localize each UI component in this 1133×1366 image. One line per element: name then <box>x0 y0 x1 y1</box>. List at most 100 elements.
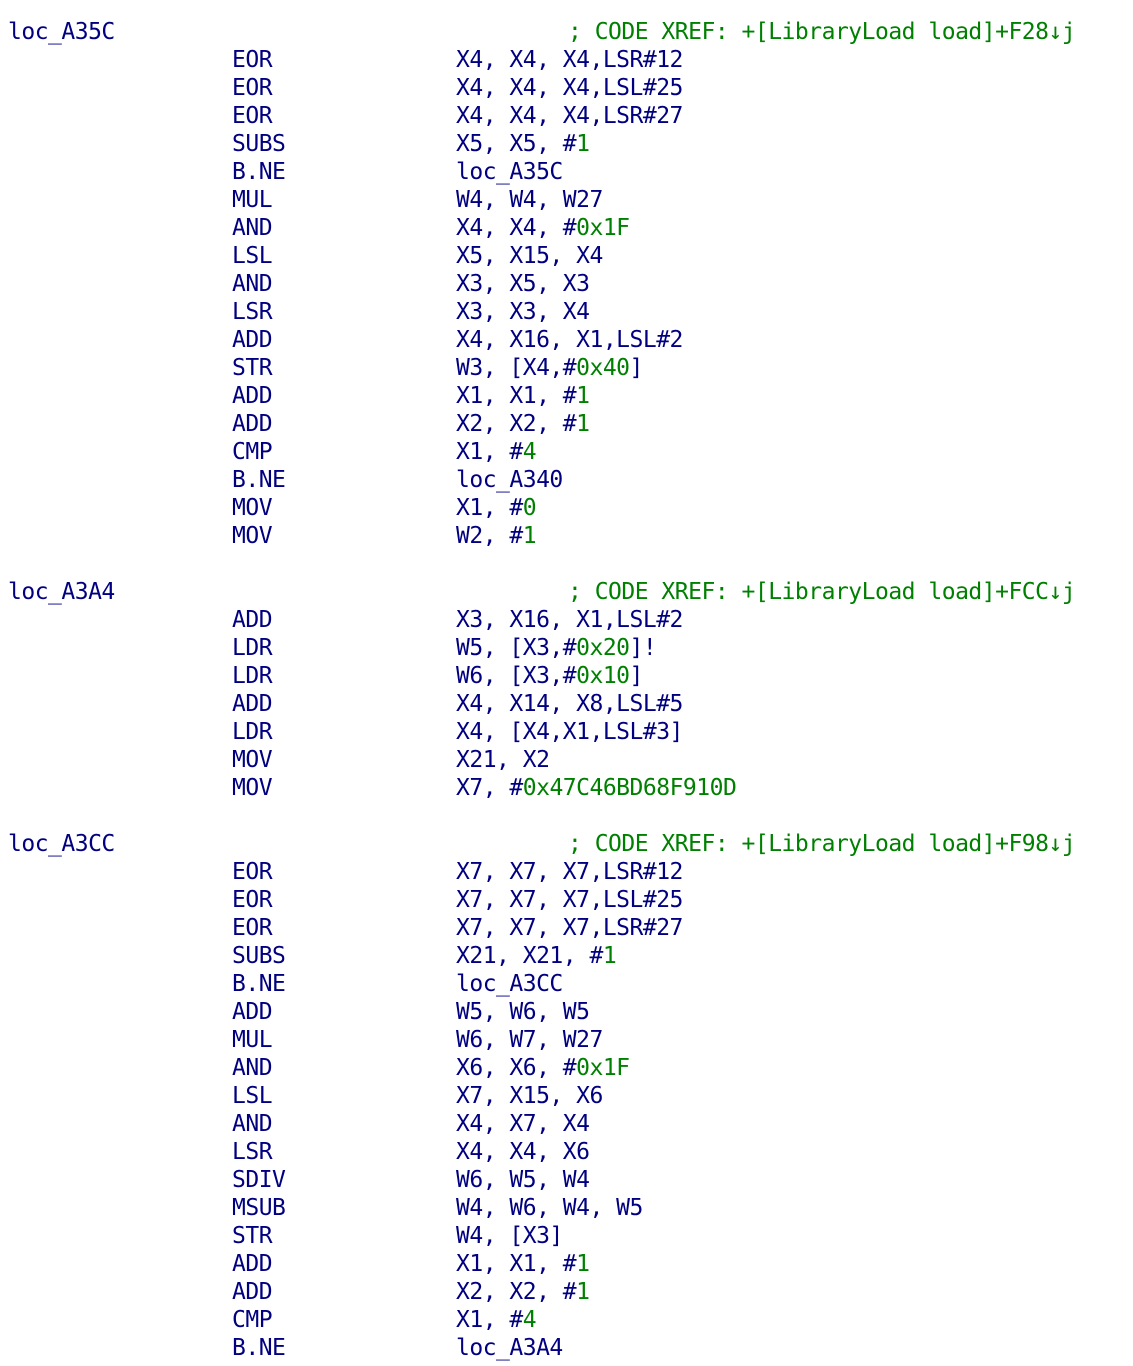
operands[interactable]: X5, X5, #1 <box>456 130 590 158</box>
operands[interactable]: W6, W7, W27 <box>456 1026 603 1054</box>
instruction-line[interactable]: STR W4, [X3] <box>0 1222 1133 1250</box>
operands[interactable]: X2, X2, #1 <box>456 1278 590 1306</box>
mnemonic[interactable]: LDR <box>232 635 273 661</box>
operands[interactable]: W5, [X3,#0x20]! <box>456 634 657 662</box>
instruction-line[interactable]: LDR X4, [X4,X1,LSL#3] <box>0 718 1133 746</box>
mnemonic[interactable]: EOR <box>232 859 273 885</box>
operands[interactable]: X21, X2 <box>456 746 550 774</box>
code-label[interactable]: loc_A35C <box>8 19 115 45</box>
operands[interactable]: X1, X1, #1 <box>456 1250 590 1278</box>
mnemonic[interactable]: ADD <box>232 327 273 353</box>
instruction-line[interactable]: SUBS X21, X21, #1 <box>0 942 1133 970</box>
operands[interactable]: X7, X7, X7,LSR#12 <box>456 858 683 886</box>
mnemonic[interactable]: LSR <box>232 299 273 325</box>
instruction-line[interactable]: EOR X7, X7, X7,LSR#12 <box>0 858 1133 886</box>
mnemonic[interactable]: MSUB <box>232 1195 286 1221</box>
mnemonic[interactable]: ADD <box>232 383 273 409</box>
mnemonic[interactable]: EOR <box>232 103 273 129</box>
operands[interactable]: X3, X3, X4 <box>456 298 590 326</box>
operands[interactable]: X7, X7, X7,LSL#25 <box>456 886 683 914</box>
mnemonic[interactable]: B.NE <box>232 1335 286 1361</box>
mnemonic[interactable]: LSR <box>232 1139 273 1165</box>
label-line[interactable]: loc_A3A4; CODE XREF: +[LibraryLoad load]… <box>0 578 1133 606</box>
operands[interactable]: X4, X4, X4,LSR#12 <box>456 46 683 74</box>
instruction-line[interactable]: AND X4, X4, #0x1F <box>0 214 1133 242</box>
instruction-line[interactable]: AND X3, X5, X3 <box>0 270 1133 298</box>
mnemonic[interactable]: B.NE <box>232 971 286 997</box>
mnemonic[interactable]: AND <box>232 1111 273 1137</box>
mnemonic[interactable]: SUBS <box>232 943 286 969</box>
operands[interactable]: X7, X7, X7,LSR#27 <box>456 914 683 942</box>
operands[interactable]: W4, [X3] <box>456 1222 563 1250</box>
instruction-line[interactable]: MUL W6, W7, W27 <box>0 1026 1133 1054</box>
operands[interactable]: X7, X15, X6 <box>456 1082 603 1110</box>
mnemonic[interactable]: ADD <box>232 607 273 633</box>
operands[interactable]: loc_A35C <box>456 158 563 186</box>
operands[interactable]: X1, #4 <box>456 438 537 466</box>
instruction-line[interactable]: AND X4, X7, X4 <box>0 1110 1133 1138</box>
label-line[interactable]: loc_A35C; CODE XREF: +[LibraryLoad load]… <box>0 18 1133 46</box>
disassembly-listing[interactable]: loc_A35C; CODE XREF: +[LibraryLoad load]… <box>0 18 1133 1362</box>
operands[interactable]: X4, [X4,X1,LSL#3] <box>456 718 683 746</box>
operands[interactable]: X4, X16, X1,LSL#2 <box>456 326 683 354</box>
operands[interactable]: X2, X2, #1 <box>456 410 590 438</box>
mnemonic[interactable]: MUL <box>232 1027 273 1053</box>
operands[interactable]: X4, X7, X4 <box>456 1110 590 1138</box>
mnemonic[interactable]: MOV <box>232 747 273 773</box>
mnemonic[interactable]: EOR <box>232 887 273 913</box>
instruction-line[interactable]: B.NE loc_A3CC <box>0 970 1133 998</box>
mnemonic[interactable]: EOR <box>232 75 273 101</box>
operands[interactable]: X3, X16, X1,LSL#2 <box>456 606 683 634</box>
mnemonic[interactable]: STR <box>232 355 273 381</box>
operands[interactable]: W6, [X3,#0x10] <box>456 662 643 690</box>
instruction-line[interactable]: MOV X1, #0 <box>0 494 1133 522</box>
mnemonic[interactable]: STR <box>232 1223 273 1249</box>
operands[interactable]: X4, X4, X4,LSL#25 <box>456 74 683 102</box>
operands[interactable]: loc_A340 <box>456 466 563 494</box>
mnemonic[interactable]: AND <box>232 1055 273 1081</box>
instruction-line[interactable]: ADD X4, X14, X8,LSL#5 <box>0 690 1133 718</box>
operands[interactable]: X1, #4 <box>456 1306 537 1334</box>
operands[interactable]: X4, X14, X8,LSL#5 <box>456 690 683 718</box>
operands[interactable]: W4, W4, W27 <box>456 186 603 214</box>
mnemonic[interactable]: CMP <box>232 1307 273 1333</box>
mnemonic[interactable]: MUL <box>232 187 273 213</box>
operands[interactable]: X5, X15, X4 <box>456 242 603 270</box>
operands[interactable]: X3, X5, X3 <box>456 270 590 298</box>
mnemonic[interactable]: CMP <box>232 439 273 465</box>
mnemonic[interactable]: AND <box>232 271 273 297</box>
operands[interactable]: X4, X4, X6 <box>456 1138 590 1166</box>
mnemonic[interactable]: LDR <box>232 719 273 745</box>
mnemonic[interactable]: SDIV <box>232 1167 286 1193</box>
operands[interactable]: W5, W6, W5 <box>456 998 590 1026</box>
operands[interactable]: W2, #1 <box>456 522 537 550</box>
instruction-line[interactable]: B.NE loc_A3A4 <box>0 1334 1133 1362</box>
operands[interactable]: X7, #0x47C46BD68F910D <box>456 774 737 802</box>
operands[interactable]: X21, X21, #1 <box>456 942 617 970</box>
operands[interactable]: loc_A3CC <box>456 970 563 998</box>
instruction-line[interactable]: CMP X1, #4 <box>0 438 1133 466</box>
code-label[interactable]: loc_A3CC <box>8 831 115 857</box>
operands[interactable]: X4, X4, #0x1F <box>456 214 630 242</box>
mnemonic[interactable]: MOV <box>232 495 273 521</box>
mnemonic[interactable]: ADD <box>232 691 273 717</box>
mnemonic[interactable]: AND <box>232 215 273 241</box>
operands[interactable]: loc_A3A4 <box>456 1334 563 1362</box>
operands[interactable]: X1, #0 <box>456 494 537 522</box>
